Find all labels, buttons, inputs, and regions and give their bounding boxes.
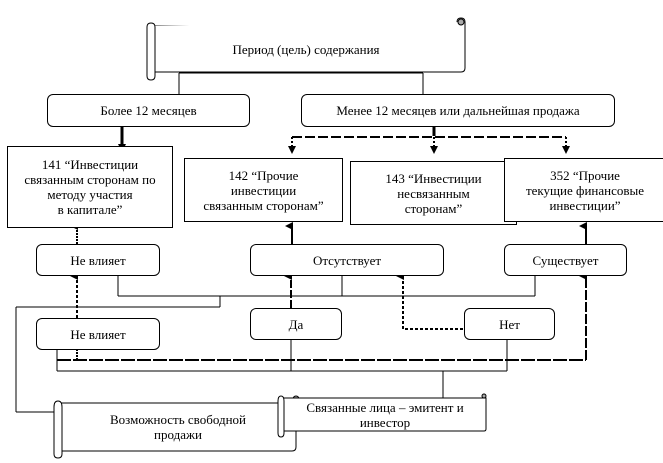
answer-no-effect-bottom: Не влияет xyxy=(36,318,160,350)
account-352: 352 “Прочие текущие финансовые инвестици… xyxy=(504,158,663,222)
root-scroll-shape xyxy=(146,17,466,81)
account-141-label: 141 “Инвестиции связанным сторонам по ме… xyxy=(24,157,156,217)
related-scroll-shape xyxy=(277,393,487,438)
condition-absent-label: Отсутствует xyxy=(312,252,382,268)
criterion-free-sale: Возможность свободной продажи xyxy=(62,404,294,450)
account-143-label: 143 “Инвестиции несвязанным сторонам” xyxy=(385,170,482,216)
account-142: 142 “Прочие инвестиции связанным сторона… xyxy=(184,158,343,222)
account-352-label: 352 “Прочие текущие финансовые инвестици… xyxy=(525,167,645,213)
account-143: 143 “Инвестиции несвязанным сторонам” xyxy=(350,161,517,225)
account-142-label: 142 “Прочие инвестиции связанным сторона… xyxy=(203,167,324,213)
condition-no-effect-top: Не влияет xyxy=(36,244,160,276)
criterion-related-parties: Связанные лица – эмитент и инвестор xyxy=(286,399,484,430)
period-less-than-12-months: Менее 12 месяцев или дальнейшая продажа xyxy=(301,94,615,127)
period-more-than-12-months: Более 12 месяцев xyxy=(47,94,250,127)
condition-absent: Отсутствует xyxy=(250,244,444,276)
related-bracket xyxy=(56,340,508,398)
arrows-conditions-to-accounts xyxy=(70,222,587,244)
answer-yes-label: Да xyxy=(288,316,304,332)
condition-exists-label: Существует xyxy=(532,252,599,268)
criterion-related-label: Связанные лица – эмитент и инвестор xyxy=(306,399,464,430)
conditions-bracket xyxy=(15,275,536,413)
period-more-label: Более 12 месяцев xyxy=(100,103,197,118)
answer-no-label: Нет xyxy=(499,316,520,332)
bottom-thick-connector xyxy=(57,349,586,361)
root-node: Период (цель) содержания xyxy=(156,27,456,71)
root-label: Период (цель) содержания xyxy=(232,41,380,57)
arrows-less-to-accounts xyxy=(288,126,570,154)
condition-exists: Существует xyxy=(504,244,627,276)
root-connector xyxy=(178,72,424,94)
answer-yes: Да xyxy=(250,308,342,340)
period-less-label: Менее 12 месяцев или дальнейшая продажа xyxy=(336,103,580,118)
account-141: 141 “Инвестиции связанным сторонам по ме… xyxy=(7,146,173,228)
answer-no-effect-bottom-label: Не влияет xyxy=(70,326,126,342)
arrows-answers-to-conditions xyxy=(70,272,587,360)
criterion-free-sale-label: Возможность свободной продажи xyxy=(109,412,246,442)
answer-no: Нет xyxy=(464,308,555,340)
condition-no-effect-top-label: Не влияет xyxy=(70,252,126,268)
